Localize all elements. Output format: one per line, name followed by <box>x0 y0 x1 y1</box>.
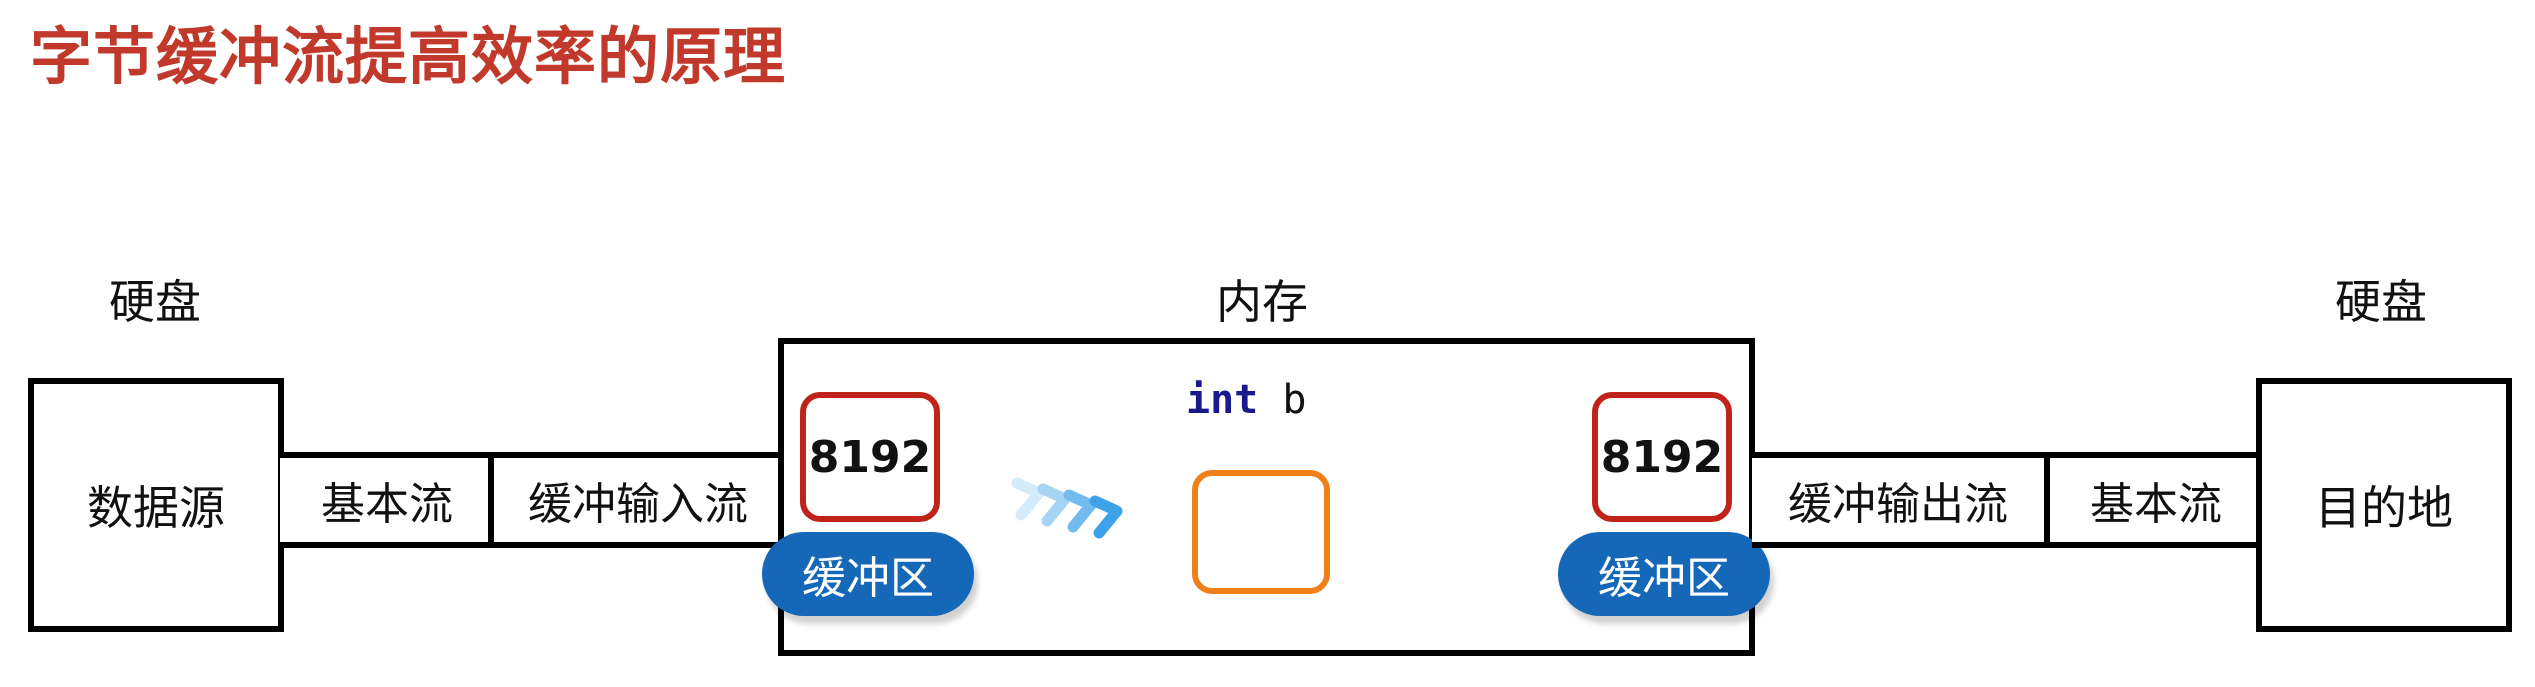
right-stream-divider <box>2044 452 2050 548</box>
right-disk-label: 硬盘 <box>2335 275 2427 329</box>
left-buffer-size-value: 8192 <box>808 431 932 483</box>
variable-box <box>1192 470 1330 594</box>
left-disk-label: 硬盘 <box>109 275 201 329</box>
left-buffer-badge-label: 缓冲区 <box>802 553 934 604</box>
left-buffer-size: 8192 <box>800 392 940 522</box>
left-buffer-badge: 缓冲区 <box>762 532 974 616</box>
page-title: 字节缓冲流提高效率的原理 <box>30 20 787 93</box>
buffered-output-stream-label: 缓冲输出流 <box>1788 479 2008 530</box>
destination-label: 目的地 <box>2315 481 2453 535</box>
memory-label: 内存 <box>1216 275 1308 329</box>
right-buffer-size: 8192 <box>1592 392 1732 522</box>
left-stream-divider <box>488 452 494 548</box>
int-keyword: int <box>1186 377 1259 423</box>
left-basic-stream: 基本流 <box>280 452 494 548</box>
left-basic-stream-label: 基本流 <box>321 479 453 530</box>
right-basic-stream: 基本流 <box>2050 452 2262 548</box>
buffered-input-stream-label: 缓冲输入流 <box>528 479 748 530</box>
buffered-output-stream: 缓冲输出流 <box>1752 452 2044 548</box>
data-source-label: 数据源 <box>87 481 225 535</box>
buffered-input-stream: 缓冲输入流 <box>494 452 782 548</box>
variable-declaration: int b <box>1186 372 1306 428</box>
right-basic-stream-label: 基本流 <box>2090 479 2222 530</box>
variable-name: b <box>1258 377 1307 423</box>
right-buffer-size-value: 8192 <box>1600 431 1724 483</box>
chevron-arrows-right-icon <box>1011 477 1123 539</box>
destination-box: 目的地 <box>2256 378 2512 632</box>
data-source-box: 数据源 <box>28 378 284 632</box>
right-buffer-badge: 缓冲区 <box>1558 532 1770 616</box>
right-buffer-badge-label: 缓冲区 <box>1598 553 1730 604</box>
